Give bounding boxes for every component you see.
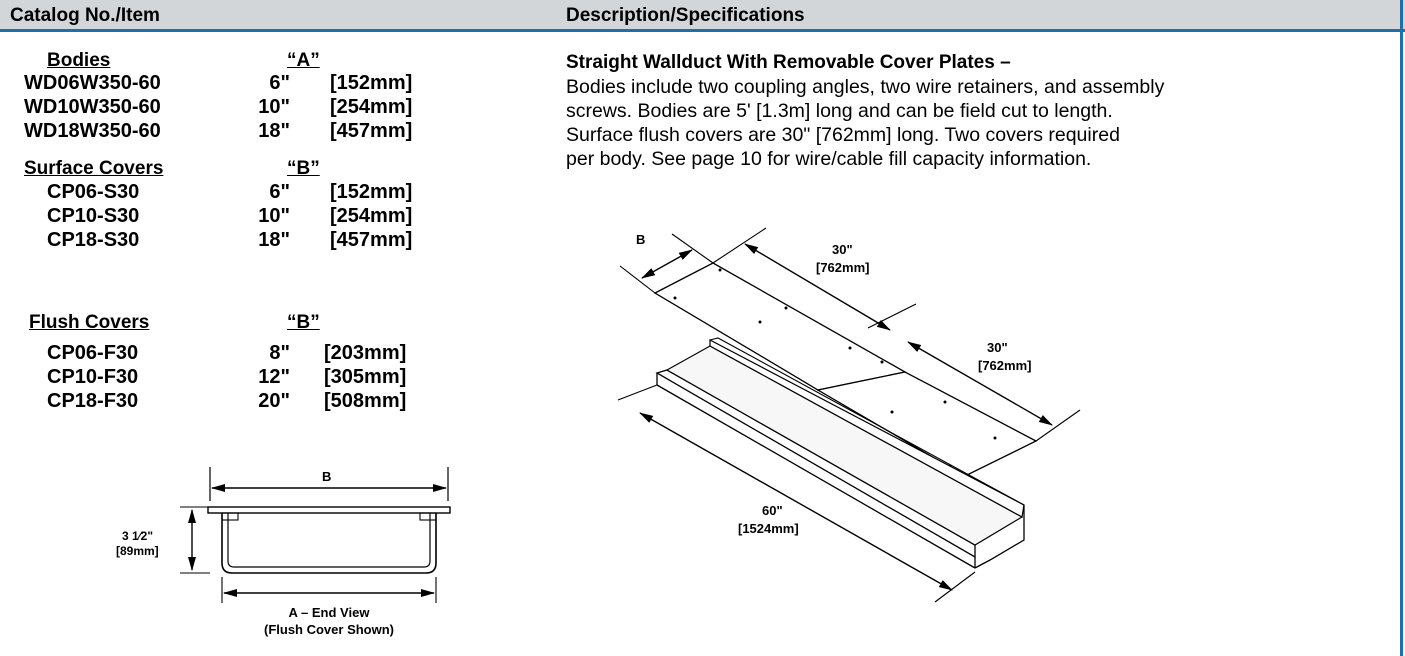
- cover2-in-label: 30": [987, 340, 1008, 355]
- description-line: screws. Bodies are 5' [1.3m] long and ca…: [566, 100, 1113, 122]
- flush-covers-heading: Flush Covers: [29, 312, 150, 333]
- header-description: Description/Specifications: [566, 5, 805, 26]
- isometric-drawing: B 30" [762mm] 30" [762mm] 60" [1524mm]: [617, 227, 1081, 603]
- description-title: Straight Wallduct With Removable Cover P…: [566, 52, 1011, 73]
- body-length-arrow: [639, 412, 953, 591]
- end-view-drawing: B 3 1⁄2" [89mm] A – End View (Flush Cove…: [116, 467, 451, 637]
- flush-cover: [207, 506, 451, 514]
- cover2-length-arrow: [907, 341, 1053, 426]
- channel-body: [221, 513, 437, 574]
- b-width-arrow: [641, 249, 693, 279]
- table-header: Catalog No./Item Description/Specificati…: [0, 0, 1405, 32]
- bodies-col-a: “A”: [287, 50, 320, 71]
- body-in-label: 60": [762, 503, 783, 518]
- end-view-caption: A – End View: [289, 605, 371, 620]
- cover1-length-arrow: [744, 243, 891, 331]
- cover1-mm-label: [762mm]: [816, 260, 869, 275]
- description-line: Bodies include two coupling angles, two …: [566, 76, 1165, 98]
- description-line: Surface flush covers are 30" [762mm] lon…: [566, 124, 1120, 146]
- cover1-in-label: 30": [832, 242, 853, 257]
- b-label: B: [322, 469, 331, 484]
- bodies-heading: Bodies: [47, 50, 111, 71]
- right-border: [1400, 0, 1403, 656]
- height-mm-label: [89mm]: [116, 544, 159, 558]
- height-in-label: 3 1⁄2": [122, 529, 153, 543]
- cover2-mm-label: [762mm]: [978, 358, 1031, 373]
- flush-covers-col-b: “B”: [287, 312, 320, 333]
- iso-b-label: B: [636, 232, 645, 247]
- description-line: per body. See page 10 for wire/cable fil…: [566, 148, 1092, 170]
- body-mm-label: [1524mm]: [738, 521, 799, 536]
- surface-covers-col-b: “B”: [287, 158, 320, 179]
- surface-covers-heading: Surface Covers: [24, 158, 164, 179]
- header-catalog: Catalog No./Item: [10, 5, 160, 26]
- end-view-subcaption: (Flush Cover Shown): [264, 622, 394, 637]
- description-body: Bodies include two coupling angles, two …: [566, 75, 1366, 171]
